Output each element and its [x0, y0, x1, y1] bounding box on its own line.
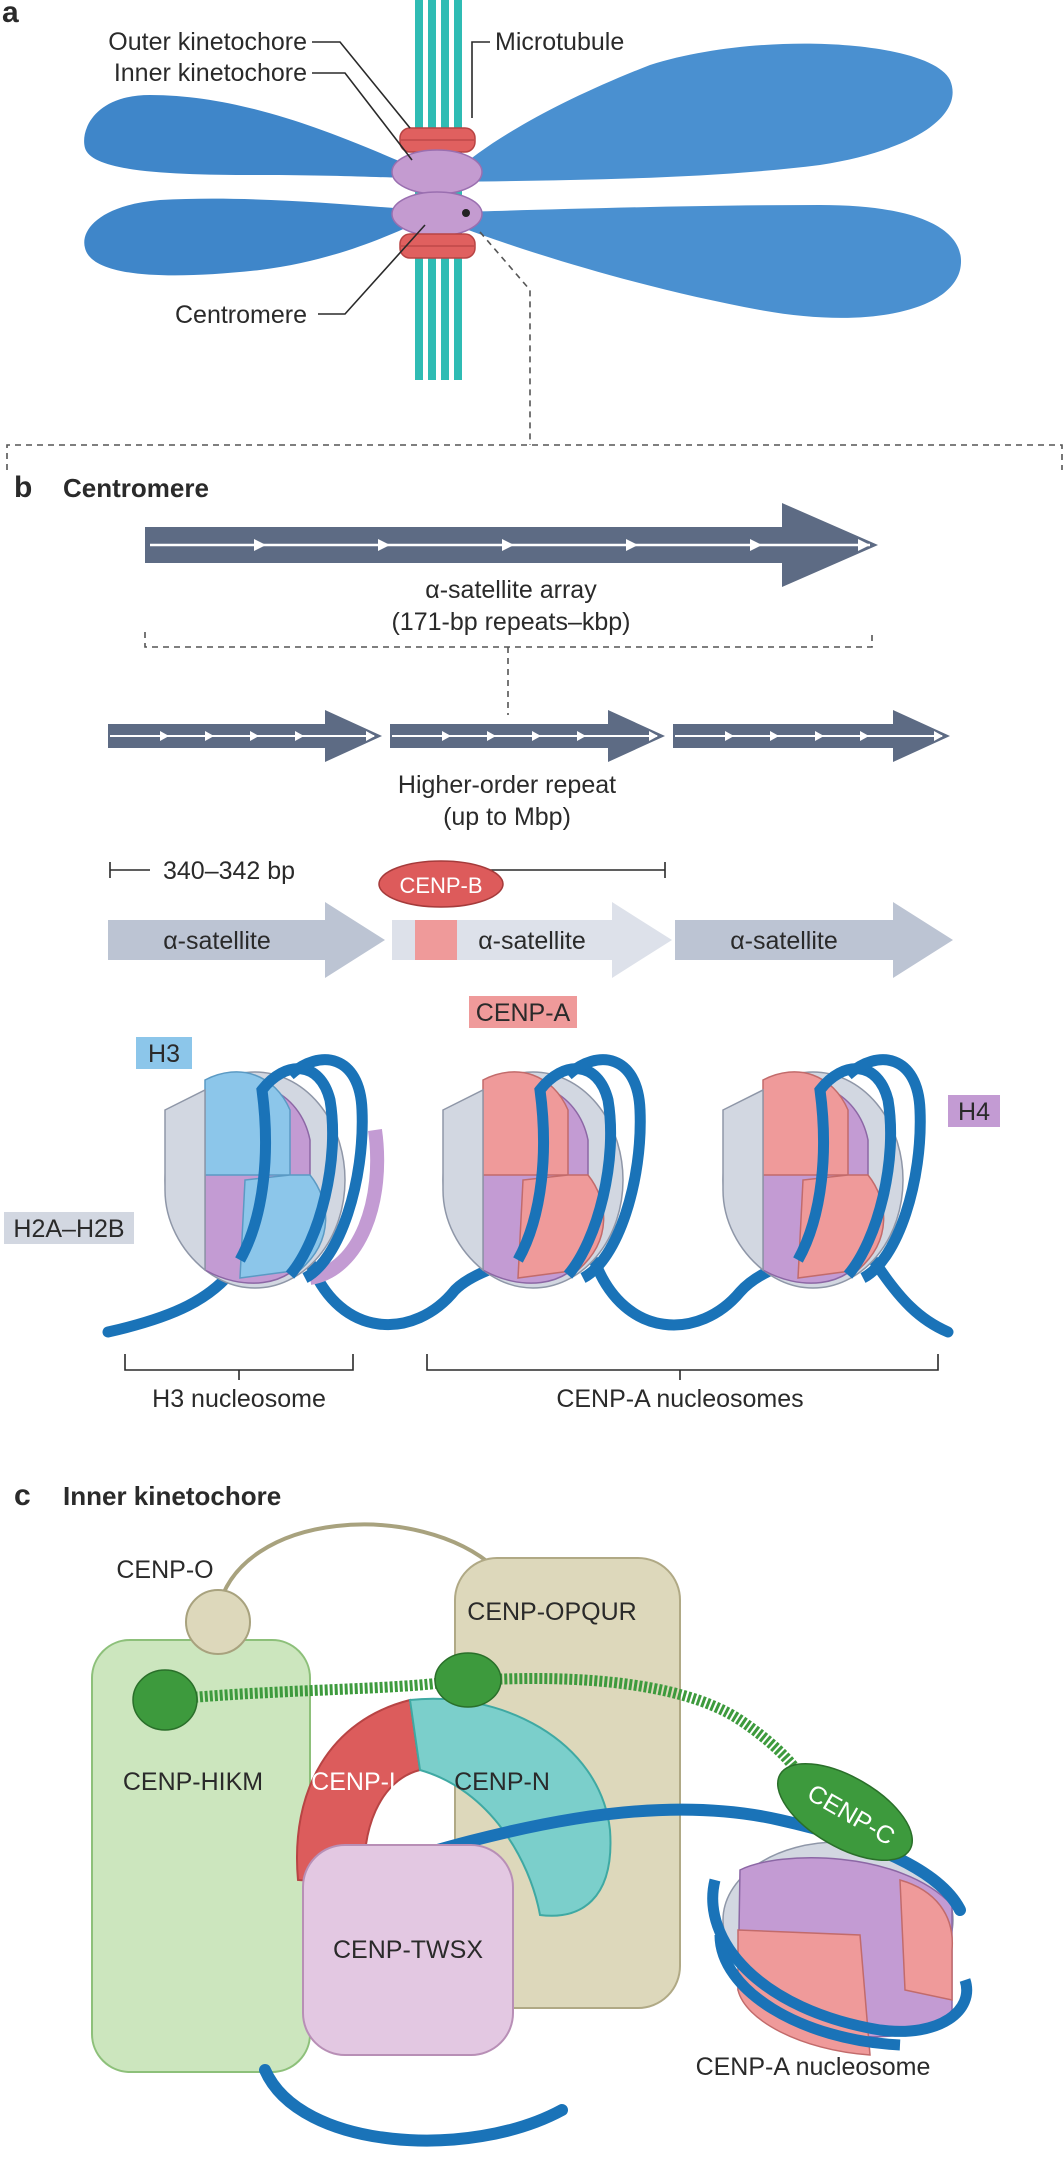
- hor-label-2: (up to Mbp): [443, 803, 571, 831]
- nucleosome-row: [102, 1054, 954, 1338]
- cenp-a-nucleosome-label: CENP-A nucleosome: [696, 2053, 931, 2081]
- cenp-hikm-label: CENP-HIKM: [123, 1768, 263, 1796]
- cenp-a-nucleosome-c: [707, 1841, 973, 2056]
- array-label-1: α-satellite array: [425, 576, 597, 604]
- array-label-2: (171-bp repeats–kbp): [391, 608, 630, 636]
- chromosome: [84, 43, 962, 318]
- centromere-label: Centromere: [175, 301, 307, 329]
- cenp-hikm: [91, 1639, 311, 2073]
- panel-b-title: Centromere: [63, 473, 209, 503]
- microtubule-label: Microtubule: [495, 28, 624, 56]
- cenp-b-label: CENP-B: [399, 873, 482, 898]
- satellite-label: α-satellite: [478, 927, 586, 955]
- h3-nucleosome-label: H3 nucleosome: [152, 1385, 326, 1413]
- alpha-satellite-arrows: α-satellite α-satellite α-satellite: [108, 902, 953, 978]
- cenp-b-protein: [378, 860, 504, 908]
- higher-order-repeat-arrows: [108, 710, 950, 762]
- cenp-a-nucleosomes-label: CENP-A nucleosomes: [556, 1385, 803, 1413]
- panel-a: a Outer kin: [2, 0, 1063, 470]
- cenp-a-nucleosome: [722, 1054, 926, 1289]
- cenp-o-label: CENP-O: [116, 1556, 213, 1584]
- cenp-c: [776, 1763, 914, 1861]
- h3-nucleosome: [164, 1054, 385, 1289]
- inner-kinetochore-label: Inner kinetochore: [114, 59, 307, 87]
- outer-kinetochore-label: Outer kinetochore: [108, 28, 307, 56]
- satellite-label: α-satellite: [730, 927, 838, 955]
- bp-scale: 340–342 bp CENP-B: [109, 857, 666, 908]
- panel-c-title: Inner kinetochore: [63, 1481, 281, 1511]
- panel-b-letter: b: [14, 471, 32, 504]
- panel-c-letter: c: [14, 1479, 31, 1512]
- hor-label-1: Higher-order repeat: [398, 771, 616, 799]
- alpha-satellite-array-arrow: [145, 503, 878, 587]
- cenp-opqur-label: CENP-OPQUR: [467, 1598, 636, 1626]
- cenp-b-box: [415, 920, 457, 960]
- cenp-n-label: CENP-N: [454, 1768, 550, 1796]
- panel-b: b Centromere α-satellite array (171-bp r…: [4, 471, 1000, 1413]
- h4-label: H4: [958, 1098, 990, 1126]
- satellite-label: α-satellite: [163, 927, 271, 955]
- hor-arrow: [108, 710, 382, 762]
- cenp-twsx: [302, 1844, 514, 2056]
- h3-label: H3: [148, 1040, 180, 1068]
- panel-c: c Inner kinetochore: [14, 1479, 973, 2147]
- cenp-o: [185, 1589, 251, 1655]
- kinetochore: [391, 127, 483, 259]
- cenp-a-label: CENP-A: [476, 999, 571, 1027]
- h2a-h2b-label: H2A–H2B: [13, 1215, 124, 1243]
- cenp-l-label: CENP-L: [311, 1768, 403, 1796]
- cenp-n: [408, 1697, 612, 1917]
- hor-arrow: [673, 710, 950, 762]
- cenp-twsx-label: CENP-TWSX: [333, 1936, 483, 1964]
- cenp-a-nucleosome: [442, 1054, 646, 1289]
- cenp-c-node: [132, 1669, 198, 1731]
- cenp-c-node: [434, 1652, 502, 1708]
- bp-label: 340–342 bp: [163, 857, 295, 885]
- panel-a-letter: a: [2, 0, 19, 29]
- hor-arrow: [390, 710, 665, 762]
